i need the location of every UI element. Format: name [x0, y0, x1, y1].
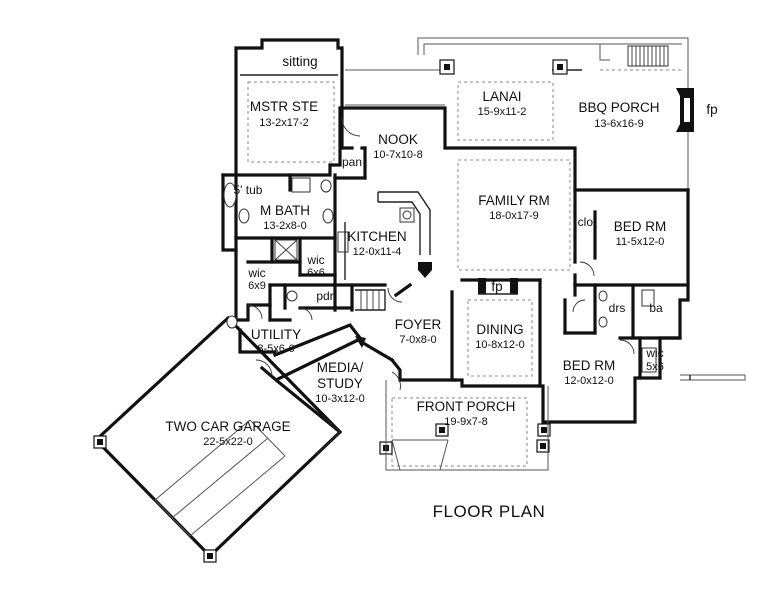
dims-wic-6x6: 6x6: [307, 267, 325, 279]
label-family-rm: FAMILY RM: [478, 193, 550, 208]
dims-kitchen: 12-0x11-4: [353, 246, 402, 258]
dims-lanai: 15-9x11-2: [478, 106, 527, 118]
label-wic-6x6: wic: [306, 253, 324, 267]
label-pantry: pan: [342, 155, 362, 169]
dims-bed-rm-1: 11-5x12-0: [616, 236, 665, 248]
dims-wic-5x6: 5x6: [646, 361, 664, 373]
porch-posts: [93, 59, 568, 563]
label-dining: DINING: [476, 322, 523, 337]
plan-title: FLOOR PLAN: [433, 502, 546, 521]
bbq-grill-grate: [627, 45, 669, 67]
kitchen-counters: [337, 191, 432, 280]
label-m-bath: M BATH: [260, 203, 310, 218]
bbq-fireplace: [676, 88, 694, 132]
label-bbq-porch: BBQ PORCH: [578, 100, 659, 115]
bath-fixtures: [223, 177, 657, 373]
dims-garage: 22-5x22-0: [203, 436, 253, 448]
family-fireplace: [478, 278, 518, 295]
label-dressing: drs: [609, 301, 626, 315]
label-media-line1: MEDIA/: [317, 360, 364, 375]
ceiling-outlines: [247, 69, 682, 467]
front-porch-outline: [385, 380, 549, 471]
label-media-line2: STUDY: [317, 376, 363, 391]
dims-family-rm: 18-0x17-9: [489, 210, 539, 222]
dims-front-porch: 19-9x7-8: [444, 416, 487, 428]
interior-walls: [234, 106, 690, 388]
label-kitchen: KITCHEN: [347, 229, 406, 244]
dims-mstr-ste: 13-2x17-2: [259, 117, 309, 129]
label-lanai: LANAI: [482, 89, 521, 104]
label-wic-5x6: wic: [645, 346, 663, 360]
door-swings: [247, 117, 635, 391]
label-bbq-fireplace: fp: [706, 102, 717, 117]
dims-dining: 10-8x12-0: [475, 339, 525, 351]
label-closet: clo.: [578, 215, 597, 229]
label-bed-rm-1: BED RM: [614, 219, 667, 234]
dims-bed-rm-2: 12-0x12-0: [564, 375, 614, 387]
label-bed-rm-2: BED RM: [563, 358, 616, 373]
label-powder: pdr: [316, 289, 333, 303]
exterior-walls: [93, 38, 690, 559]
dims-bbq-porch: 13-6x16-9: [594, 118, 644, 130]
label-sitting: sitting: [282, 54, 317, 69]
label-front-porch: FRONT PORCH: [417, 399, 516, 414]
room-labels: sitting MSTR STE 13-2x17-2 LANAI 15-9x11…: [165, 54, 717, 448]
garage-details: [154, 414, 342, 537]
label-garage: TWO CAR GARAGE: [165, 419, 290, 434]
label-family-fireplace: fp: [491, 279, 502, 294]
label-foyer: FOYER: [395, 317, 442, 332]
dims-m-bath: 13-2x8-0: [263, 220, 306, 232]
dims-foyer: 7-0x8-0: [399, 334, 436, 346]
label-bath: ba: [649, 301, 663, 315]
label-tub: 5' tub: [234, 183, 263, 197]
label-mstr-ste: MSTR STE: [250, 99, 318, 114]
dims-wic-6x9: 6x9: [248, 280, 266, 292]
dims-utility: 8-5x6-6: [257, 343, 294, 355]
dims-nook: 10-7x10-8: [373, 149, 423, 161]
label-utility: UTILITY: [251, 327, 301, 342]
label-nook: NOOK: [378, 132, 418, 147]
label-wic-6x9: wic: [247, 266, 265, 280]
side-walls: [680, 374, 746, 381]
dims-media: 10-3x12-0: [315, 393, 365, 405]
